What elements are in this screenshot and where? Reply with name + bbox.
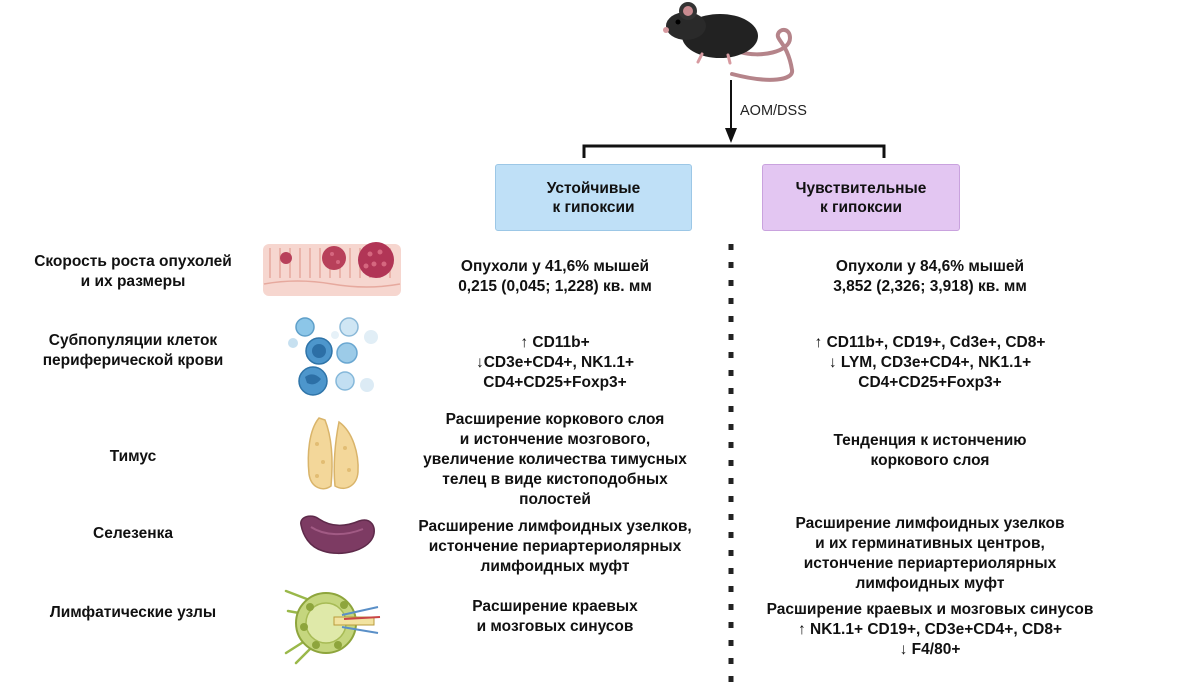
row-label-thymus: Тимус <box>109 448 157 465</box>
resistant-group-label: Устойчивые к гипоксии <box>546 179 641 216</box>
resistant-spleen-text: Расширение лимфоидных узелков, истончени… <box>418 518 692 575</box>
sensitive-group-label: Чувствительные к гипоксии <box>795 179 927 216</box>
sensitive-blood-text: ↑ CD11b+, CD19+, Cd3e+, CD8+ ↓ LYM, CD3e… <box>814 334 1046 391</box>
sensitive-group-box: Чувствительные к гипоксии <box>762 164 960 231</box>
sensitive-tumor-text: Опухоли у 84,6% мышей 3,852 (2,326; 3,91… <box>833 258 1027 295</box>
flow-connector <box>582 80 886 158</box>
spleen-icon <box>300 515 375 555</box>
resistant-blood-text: ↑ CD11b+ ↓CD3e+CD4+, NK1.1+ CD4+CD25+Fox… <box>475 334 635 391</box>
row-label-tumor: Скорость роста опухолей и их размеры <box>34 253 232 290</box>
row-label-lymph: Лимфатические узлы <box>49 604 217 621</box>
resistant-thymus-text: Расширение коркового слоя и истончение м… <box>423 411 687 508</box>
resistant-group-box: Устойчивые к гипоксии <box>495 164 692 231</box>
colon-tumor-icon <box>263 242 401 296</box>
sensitive-thymus-text: Тенденция к истончению коркового слоя <box>833 432 1027 469</box>
row-label-blood: Субпопуляции клеток периферической крови <box>42 332 224 369</box>
resistant-lymph-text: Расширение краевых и мозговых синусов <box>472 598 638 635</box>
thymus-icon <box>307 417 359 490</box>
sensitive-spleen-text: Расширение лимфоидных узелков и их герми… <box>795 515 1065 592</box>
lymph-node-icon <box>284 589 381 665</box>
sensitive-lymph-text: Расширение краевых и мозговых синусов ↑ … <box>766 601 1094 658</box>
row-label-spleen: Селезенка <box>93 525 173 542</box>
blood-cells-icon <box>288 317 378 396</box>
treatment-label: AOM/DSS <box>740 103 807 119</box>
resistant-tumor-text: Опухоли у 41,6% мышей 0,215 (0,045; 1,22… <box>458 258 652 295</box>
mouse-icon <box>663 2 794 82</box>
